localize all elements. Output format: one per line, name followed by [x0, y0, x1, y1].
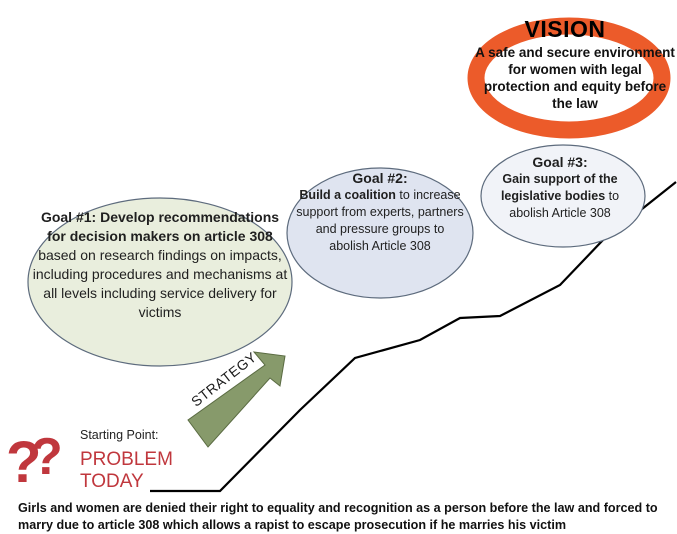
- goal3-text: Goal #3: Gain support of the legislative…: [487, 154, 633, 222]
- goal2-title: Goal #2:: [352, 170, 408, 186]
- starting-point-label: Starting Point:: [80, 428, 159, 442]
- question-marks-icon: ? ?: [6, 428, 63, 495]
- goal1-text: Goal #1: Develop recommendations for dec…: [30, 208, 290, 322]
- problem-line1: PROBLEM: [80, 449, 173, 470]
- goal3-ellipse: [480, 144, 646, 248]
- goal3-title: Goal #3:: [532, 154, 588, 170]
- goal3-bold-lead: Gain support of the legislative bodies: [500, 172, 618, 203]
- goal2-text: Goal #2: Build a coalition to increase s…: [296, 170, 464, 255]
- problem-statement: Girls and women are denied their right t…: [18, 501, 658, 532]
- problem-today-label: PROBLEM TODAY: [80, 449, 173, 493]
- vision-text: A safe and secure environment for women …: [475, 45, 675, 111]
- progress-path: [150, 181, 677, 493]
- goal1-rest: based on research findings on impacts, i…: [32, 247, 288, 320]
- goal2-bold-lead: Build a coalition: [299, 188, 396, 202]
- goal2-rest: to increase support from experts, partne…: [296, 188, 464, 253]
- problem-line2: TODAY: [80, 471, 144, 492]
- goal1-bold-lead: Develop recommendations for decision mak…: [47, 209, 280, 244]
- goal2-ellipse: [286, 167, 474, 299]
- vision-ring: [467, 17, 671, 139]
- goal3-rest: to abolish Article 308: [509, 189, 620, 220]
- goal1-title: Goal #1:: [40, 209, 97, 225]
- vision-title: VISION: [524, 16, 606, 42]
- strategy-arrow: [187, 351, 286, 448]
- goal1-ellipse: [27, 197, 293, 367]
- svg-text:?: ?: [31, 428, 63, 486]
- svg-text:?: ?: [6, 430, 41, 495]
